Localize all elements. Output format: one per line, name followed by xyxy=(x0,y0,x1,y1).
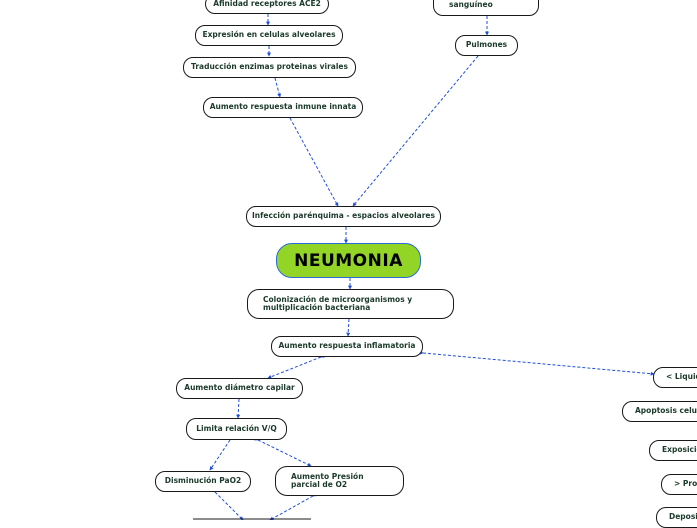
node-exposicion[interactable]: Exposició xyxy=(649,440,697,461)
node-traduccion-enzimas[interactable]: Traducción enzimas proteinas virales xyxy=(183,57,356,78)
node-diametro-capilar[interactable]: Aumento diámetro capilar xyxy=(176,378,303,399)
link-inmune-infeccion xyxy=(286,114,339,207)
node-disminucion-pao2[interactable]: Disminución PaO2 xyxy=(155,471,251,492)
node-label: Disminución PaO2 xyxy=(164,476,242,486)
node-pulmones[interactable]: Pulmones xyxy=(455,35,518,56)
node-relacion-vq[interactable]: Limita relación V/Q xyxy=(186,418,287,440)
node-label: Infección parénquima - espacios alveolar… xyxy=(252,211,435,221)
node-infeccion-parenquima[interactable]: Infección parénquima - espacios alveolar… xyxy=(246,206,441,227)
node-label: Traducción enzimas proteinas virales xyxy=(191,62,348,72)
link-limita-presion xyxy=(254,436,312,467)
node-deposito[interactable]: Deposi xyxy=(656,507,697,528)
node-label: Aumento respuesta inflamatoria xyxy=(278,341,416,351)
node-label: Aumento respuesta inmune innata xyxy=(209,102,357,112)
link-traduccion-inmune xyxy=(272,74,282,98)
node-label: sanguíneo xyxy=(449,0,493,9)
node-label: Deposi xyxy=(669,512,697,522)
link-pulmones-infeccion xyxy=(352,52,482,207)
node-label: Expresión en celulas alveolares xyxy=(202,30,336,40)
node-respuesta-inflamatoria[interactable]: Aumento respuesta inflamatoria xyxy=(271,336,423,357)
node-label: Pulmones xyxy=(465,40,508,50)
node-produccion[interactable]: > Prod xyxy=(661,474,697,495)
node-label: Limita relación V/Q xyxy=(196,423,277,433)
root-label: NEUMONIA xyxy=(294,250,403,271)
node-label: Afinidad receptores ACE2 xyxy=(213,0,321,8)
node-apoptosis-celular[interactable]: Apoptosis celula xyxy=(622,401,697,422)
node-label: Colonización de microorganismos y multip… xyxy=(263,294,413,312)
root-node-neumonia[interactable]: NEUMONIA xyxy=(276,243,421,278)
link-colonizacion-inflamatoria xyxy=(346,315,352,337)
link-diametro-limita xyxy=(236,395,242,419)
node-label: Aumento diámetro capilar xyxy=(184,383,295,393)
link-inflamatoria-diametro xyxy=(267,353,325,379)
node-presion-parcial-o2[interactable]: Aumento Presión parcial de O2 xyxy=(275,466,404,496)
node-label: Apoptosis celula xyxy=(635,406,697,416)
node-label: < Liquid xyxy=(666,372,697,382)
node-expresion-celulas[interactable]: Expresión en celulas alveolares xyxy=(195,25,343,46)
node-respuesta-inmune[interactable]: Aumento respuesta inmune innata xyxy=(203,97,363,118)
node-afinidad-receptores[interactable]: Afinidad receptores ACE2 xyxy=(205,0,329,14)
link-limita-pao2 xyxy=(209,436,234,471)
node-label: Aumento Presión parcial de O2 xyxy=(291,471,364,489)
node-label: > Prod xyxy=(674,479,697,489)
link-pao2-bottom xyxy=(211,488,244,520)
node-label: Exposició xyxy=(662,445,697,455)
node-liquido[interactable]: < Liquid xyxy=(653,367,697,388)
node-colonizacion[interactable]: Colonización de microorganismos y multip… xyxy=(247,289,454,319)
node-sanguineo[interactable]: sanguíneo xyxy=(433,0,539,16)
link-inflamatoria-liquido xyxy=(419,350,655,376)
link-presion-bottom xyxy=(269,492,317,520)
